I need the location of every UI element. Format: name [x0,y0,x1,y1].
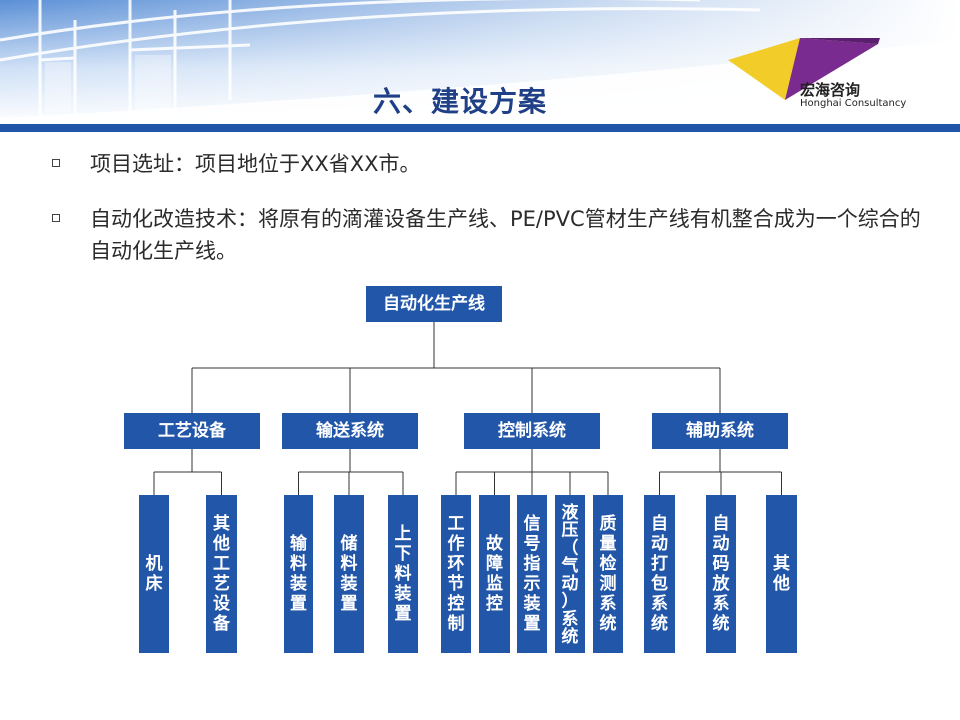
leaf-node-label: 上下料装置 [394,524,412,624]
slide-title: 六、建设方案 [372,85,547,118]
branch-node-label: 控制系统 [498,420,566,441]
leaf-node [593,495,623,653]
leaf-node [555,495,585,653]
branch-node-label: 辅助系统 [686,420,754,441]
leaf-node-label: 信号指示装置 [523,513,541,634]
leaf-node-label: 故障监控 [486,533,504,614]
leaf-node [479,495,510,653]
logo-name-en: Honghai Consultancy [800,98,907,109]
leaf-node-label: 质量检测系统 [600,514,617,634]
branch-node [124,413,260,449]
square-bullet-icon [52,159,60,167]
bullet-item-location: 项目选址：项目地位于XX省XX市。 [52,148,922,180]
leaf-node-label: 储料装置 [340,533,358,614]
slide-header: 六、建设方案 宏海咨询 Honghai Consultancy [0,0,960,132]
leaf-node [706,495,736,653]
logo-mark-icon [728,38,880,100]
leaf-node-label: 输料装置 [289,533,308,614]
leaf-node [206,495,237,653]
leaf-node-label: 自动打包系统 [651,513,668,634]
header-background [0,0,960,132]
bullet-text: 自动化改造技术：将原有的滴灌设备生产线、PE/PVC管材生产线有机整合成为一个综… [90,207,921,263]
leaf-node [388,495,418,653]
leaf-node [441,495,471,653]
leaf-node [334,495,364,653]
bullet-text: 项目选址：项目地位于XX省XX市。 [90,152,421,176]
branch-node [282,413,418,449]
square-bullet-icon [52,214,60,222]
branch-node-label: 输送系统 [316,420,384,441]
leaf-node [139,495,169,653]
root-node [366,286,502,322]
leaf-node-label: 工作环节控制 [448,514,465,634]
branch-node [652,413,788,449]
leaf-node [517,495,547,653]
root-node-label: 自动化生产线 [383,293,485,314]
bullet-item-automation: 自动化改造技术：将原有的滴灌设备生产线、PE/PVC管材生产线有机整合成为一个综… [52,203,922,267]
leaf-node-label: 自动码放系统 [712,513,731,634]
leaf-node-label: 机床 [146,553,164,594]
leaf-node [644,495,675,653]
branch-node-label: 工艺设备 [158,420,227,441]
leaf-node [284,495,313,653]
leaf-node-label: 其他 [772,553,790,594]
leaf-node-label: 其他工艺设备 [212,513,231,634]
leaf-node-label: 液压（气动）系统 [561,502,579,646]
leaf-node [766,495,797,653]
logo-name-cn: 宏海咨询 [800,81,861,99]
branch-node [464,413,600,449]
